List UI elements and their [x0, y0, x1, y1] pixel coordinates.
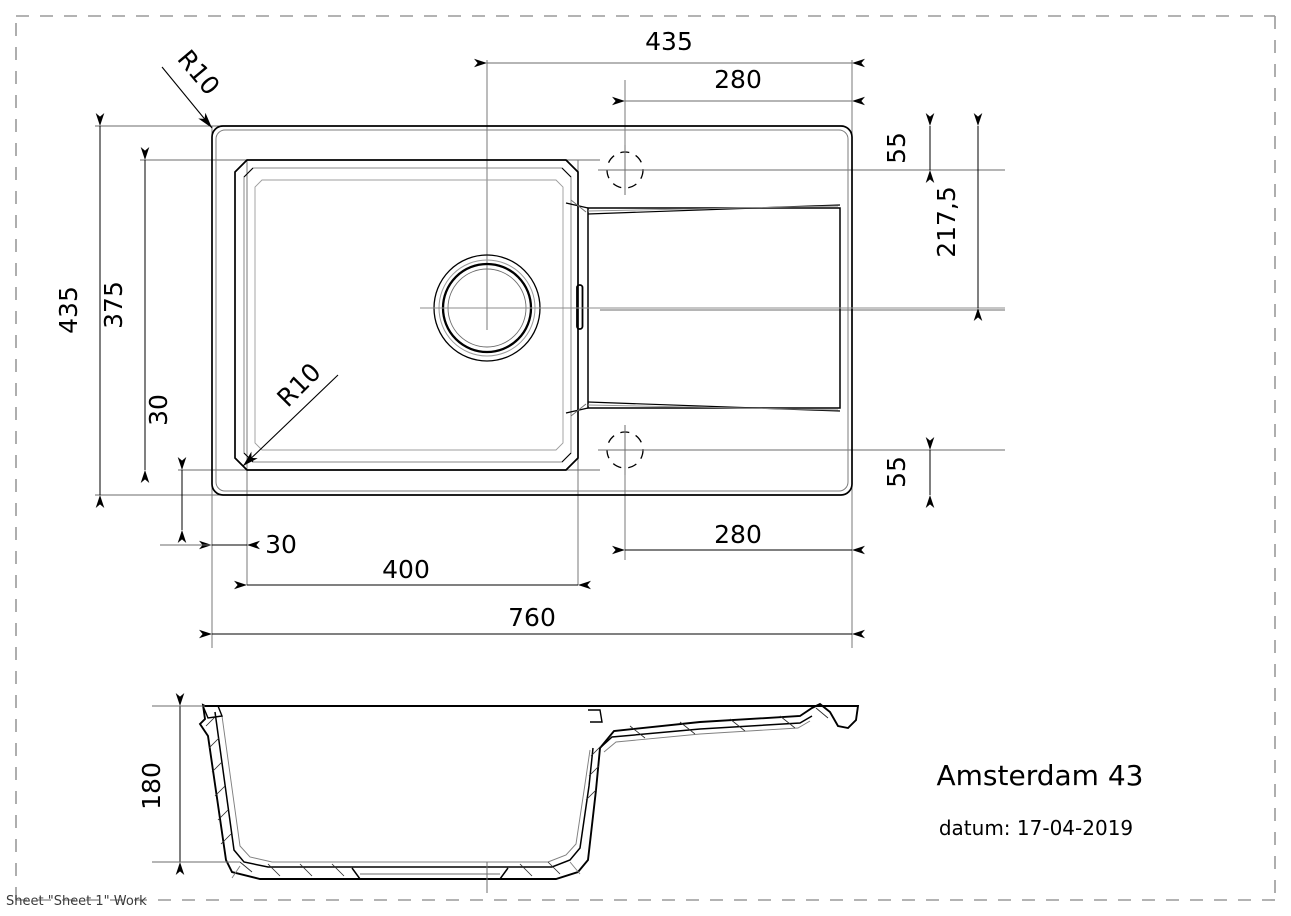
- title-block: Amsterdam 43 datum: 17-04-2019: [937, 759, 1144, 840]
- dimension-label-180-section: 180: [137, 762, 166, 810]
- section-view: 180: [137, 693, 860, 893]
- section-hatching: [205, 707, 829, 877]
- taphole-upper: [598, 145, 652, 195]
- sheet-border: [15, 15, 1276, 901]
- drainer-board: [565, 199, 841, 417]
- top-view: 435 280 55 217,5 55 435: [54, 27, 1005, 648]
- dimension-label-435-left: 435: [54, 286, 83, 334]
- dimension-label-760-bottom: 760: [508, 603, 556, 632]
- section-waste-boss: [351, 867, 509, 880]
- drawing-date: datum: 17-04-2019: [939, 816, 1133, 840]
- dimension-760-bottom: 760: [199, 603, 865, 639]
- dimension-400-bottom: 400: [234, 555, 591, 590]
- overflow-slot: [576, 284, 584, 330]
- taphole-lower: [598, 425, 652, 475]
- section-secondary-contour: [221, 715, 811, 879]
- radius-callout-r10-upper: R10: [161, 44, 226, 129]
- dimension-label-30-left: 30: [144, 394, 173, 426]
- sheet-footer-label: Sheet "Sheet 1" Work: [6, 894, 147, 909]
- dimension-55-top: 55: [882, 113, 935, 183]
- radius-label-r10-lower: R10: [271, 357, 326, 412]
- dimension-label-280-top: 280: [714, 65, 762, 94]
- radius-label-r10-upper: R10: [172, 44, 226, 100]
- bowl-corner-chamfers: [234, 159, 579, 471]
- drawing-title: Amsterdam 43: [937, 759, 1144, 792]
- section-outer-profile: [198, 702, 860, 880]
- dimension-label-280-bottom: 280: [714, 520, 762, 549]
- dimension-280-top: 280: [612, 65, 865, 106]
- dimension-30-bottom: 30: [160, 530, 297, 559]
- dimension-30-left: 30: [144, 394, 187, 543]
- dimension-label-400-bottom: 400: [382, 555, 430, 584]
- dimension-280-bottom: 280: [612, 520, 865, 555]
- dimension-180-section: 180: [137, 693, 240, 875]
- section-rim-lips: [201, 705, 603, 723]
- dimension-label-30-bottom: 30: [265, 530, 297, 559]
- dimension-label-55-bottom: 55: [882, 456, 911, 488]
- dimension-55-bottom: 55: [882, 437, 935, 508]
- dimension-375-left: 375: [99, 147, 150, 483]
- dimension-label-375-left: 375: [99, 281, 128, 329]
- section-inner-profile: [214, 711, 813, 868]
- dimension-435-left: 435: [54, 113, 105, 508]
- dimension-label-55-top: 55: [882, 132, 911, 164]
- dimension-435-top: 435: [474, 27, 865, 68]
- dimension-217-5: 217,5: [932, 113, 983, 321]
- sink-outer-outline: [211, 125, 853, 496]
- dimension-label-435-top: 435: [645, 27, 693, 56]
- extension-lines: [95, 60, 1005, 648]
- dimension-label-217-5: 217,5: [932, 186, 961, 258]
- sink-bowl: [234, 159, 579, 471]
- sink-outer-inner-edge: [215, 129, 849, 492]
